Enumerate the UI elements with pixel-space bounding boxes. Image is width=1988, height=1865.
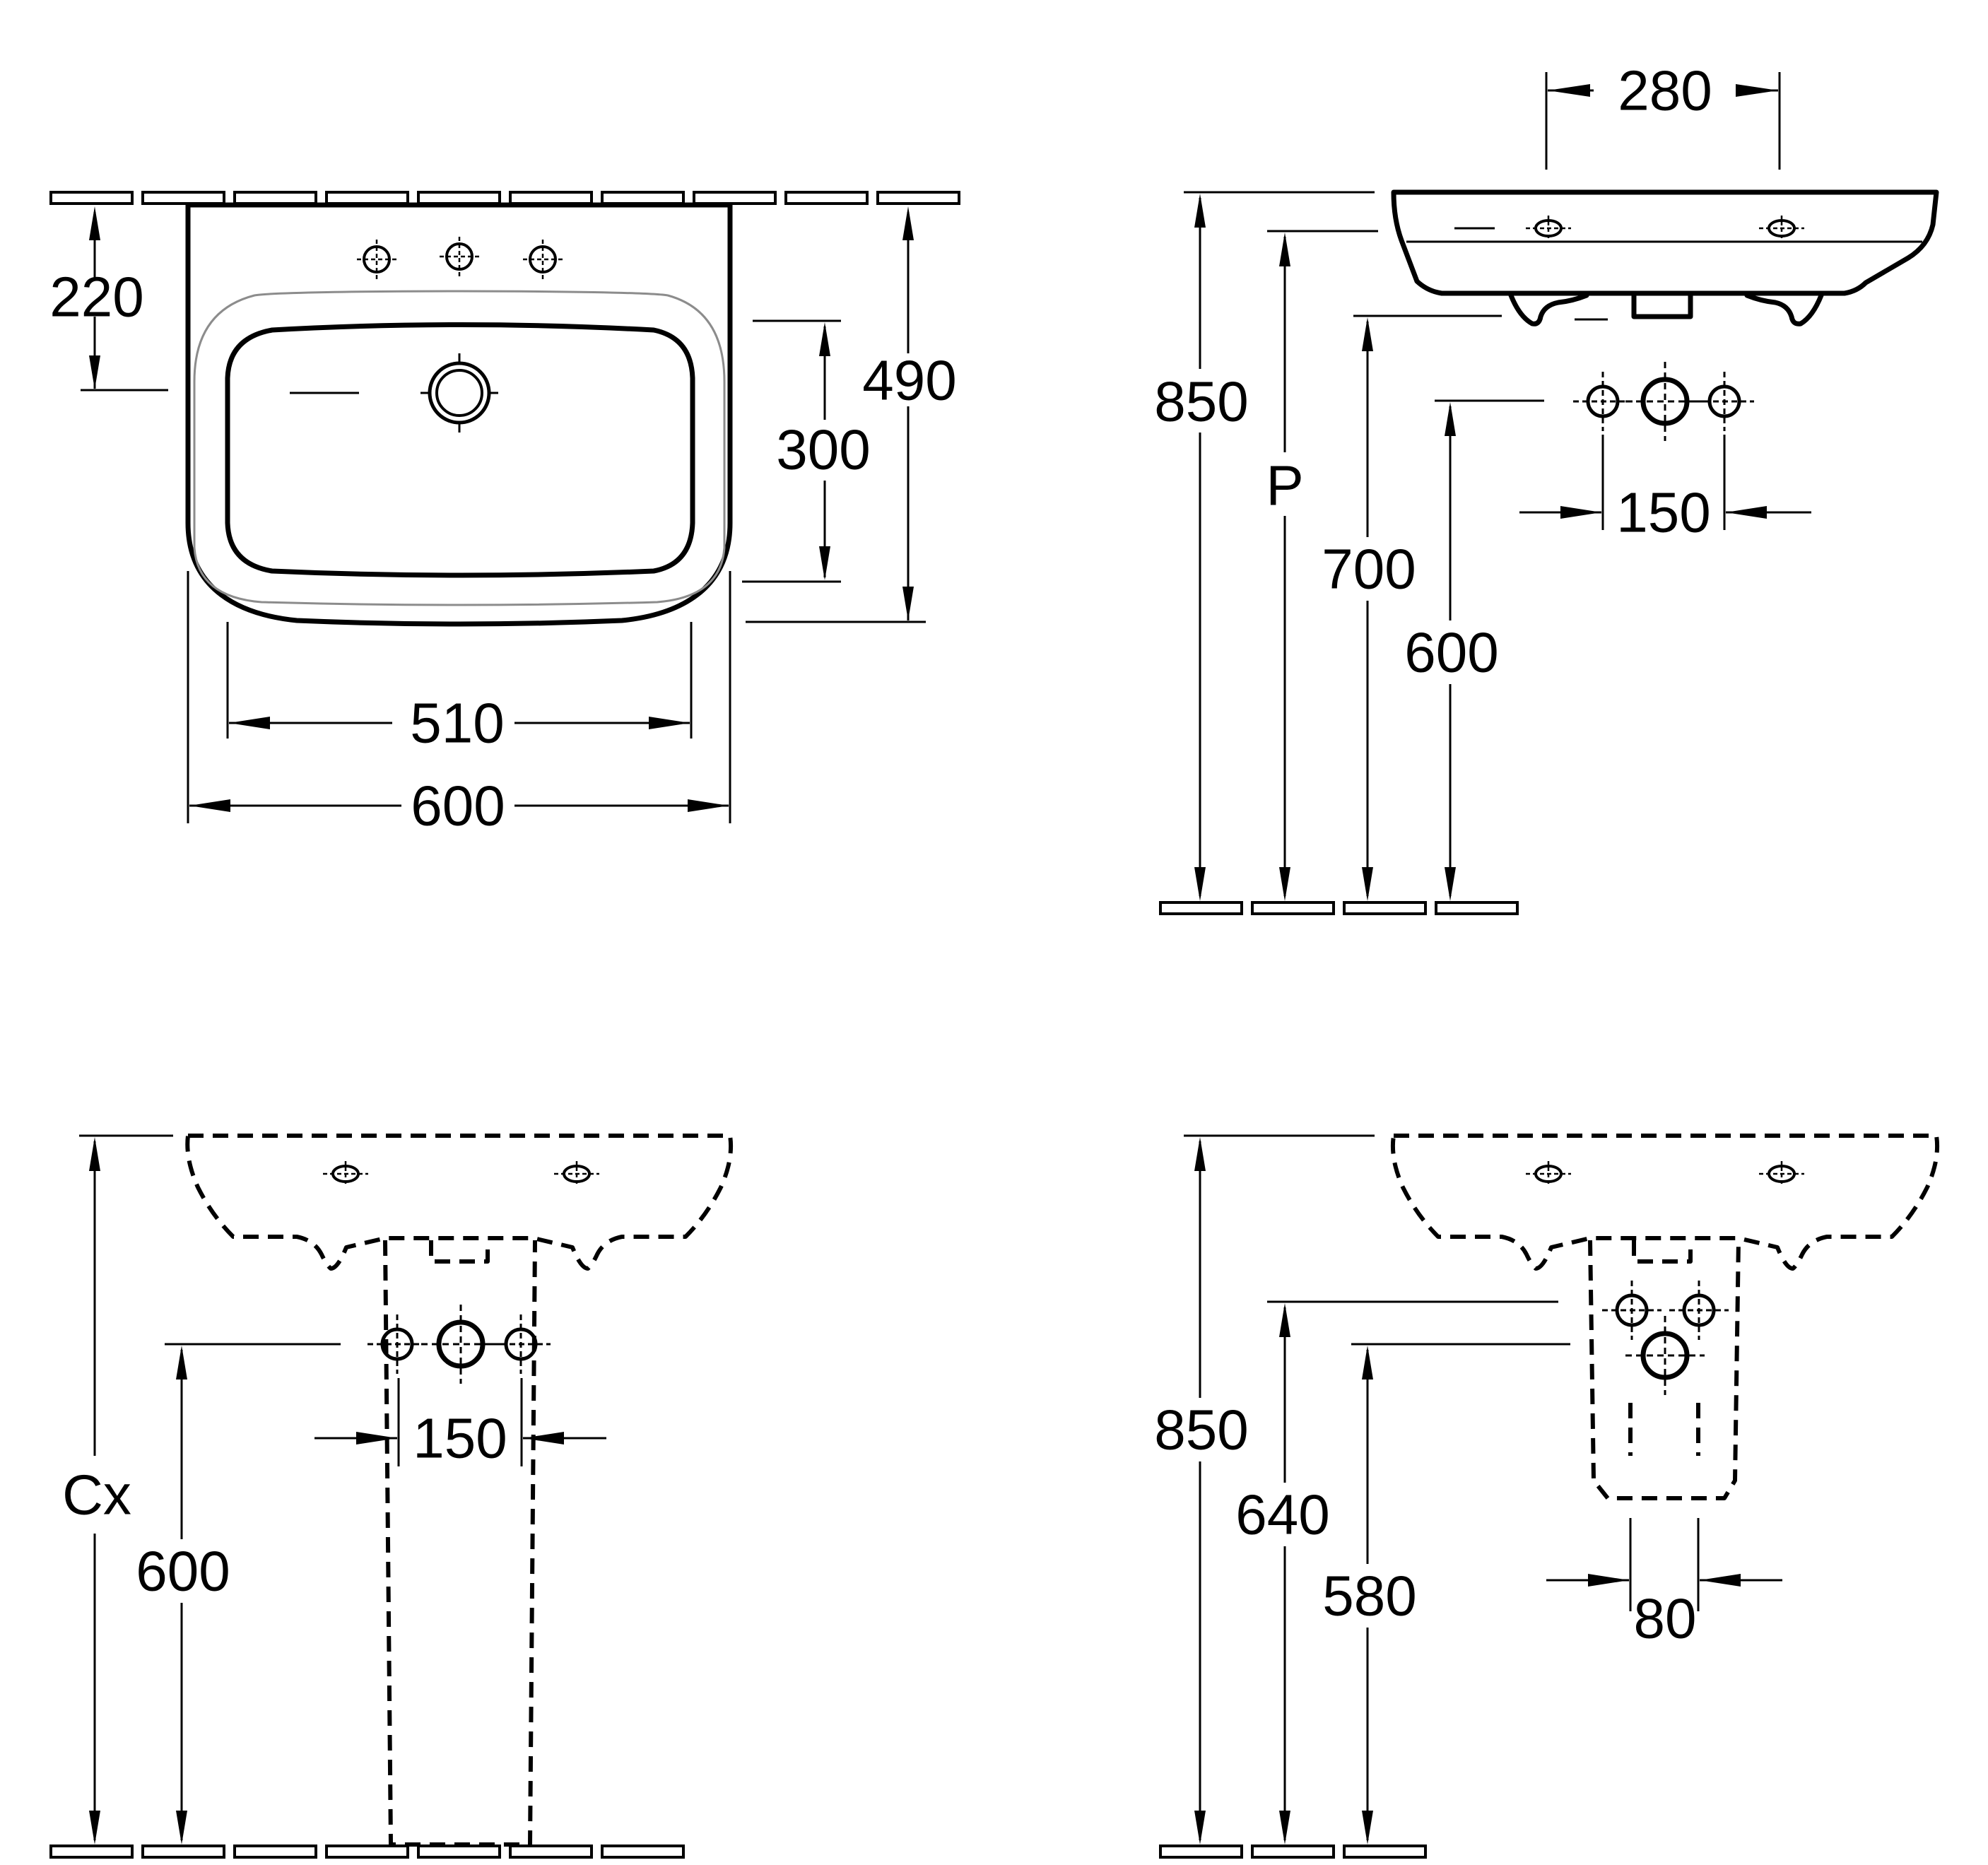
dim-280-label: 280	[1618, 59, 1712, 122]
tap-hole-ped-left-icon	[322, 1160, 370, 1188]
dim-850-label: 850	[1154, 370, 1248, 433]
tap-hole-semi-right-icon	[1758, 1160, 1806, 1188]
dim-510-label: 510	[410, 692, 504, 755]
semi-pedestal-view: 80 850 640 580	[1154, 1134, 1940, 1859]
supply-semi-right-icon	[1669, 1281, 1729, 1340]
top-view: 220 490 300 510 600	[49, 191, 960, 837]
basin-side-outline	[1391, 189, 1939, 296]
dim-220-label: 220	[49, 266, 143, 329]
wall-line-top	[49, 191, 960, 205]
semi-pedestal-dashed-outline	[1588, 1240, 1741, 1500]
dim-cx-label: Cx	[62, 1464, 131, 1526]
tap-hole-right-icon	[522, 238, 564, 281]
dim-700-label: 700	[1322, 538, 1416, 601]
dim-640-label: 640	[1235, 1483, 1329, 1546]
dim-semi-850-label: 850	[1154, 1399, 1248, 1461]
dim-300-label: 300	[776, 418, 870, 481]
tap-hole-center-icon	[438, 235, 481, 278]
dim-580-label: 580	[1322, 1565, 1416, 1628]
tap-hole-ped-right-icon	[553, 1160, 601, 1188]
floor-line-side	[1159, 901, 1519, 915]
basin-rim-contour	[193, 290, 726, 606]
tap-hole-side-left-icon	[1524, 214, 1572, 242]
dim-p-label: P	[1266, 454, 1303, 517]
waste-ped-icon	[421, 1305, 500, 1384]
dim-600-label: 600	[411, 775, 505, 837]
tap-hole-semi-left-icon	[1524, 1160, 1572, 1188]
overflow-box-2	[1632, 1240, 1693, 1264]
pedestal-view: 150 Cx 600	[49, 1134, 734, 1859]
supply-semi-left-icon	[1602, 1281, 1661, 1340]
overflow-box	[429, 1240, 490, 1264]
waste-pipe-icon	[1625, 362, 1705, 441]
floor-line-semi	[1159, 1845, 1427, 1859]
basin-outline	[185, 202, 733, 627]
waste-semi-icon	[1625, 1316, 1705, 1395]
dim-490-label: 490	[862, 349, 956, 412]
dim-side-600-label: 600	[1404, 621, 1498, 684]
floor-line-pedestal	[49, 1845, 685, 1859]
basin-feet	[1508, 293, 1824, 326]
basin-dashed-outline-2	[1390, 1134, 1940, 1271]
dim-ped-150-label: 150	[413, 1407, 507, 1470]
tap-hole-left-icon	[355, 238, 398, 281]
bowl-outline	[225, 322, 695, 578]
supply-ped-left-icon	[367, 1314, 427, 1374]
drain-icon	[420, 353, 498, 433]
dim-ped-600-label: 600	[136, 1540, 230, 1603]
side-view: 280 150 850 P	[1154, 59, 1939, 915]
supply-small-left-icon	[1573, 372, 1633, 431]
tap-hole-side-right-icon	[1758, 214, 1806, 242]
dim-80-label: 80	[1634, 1587, 1697, 1650]
dim-150-label: 150	[1616, 481, 1710, 544]
basin-dashed-outline	[185, 1134, 734, 1271]
